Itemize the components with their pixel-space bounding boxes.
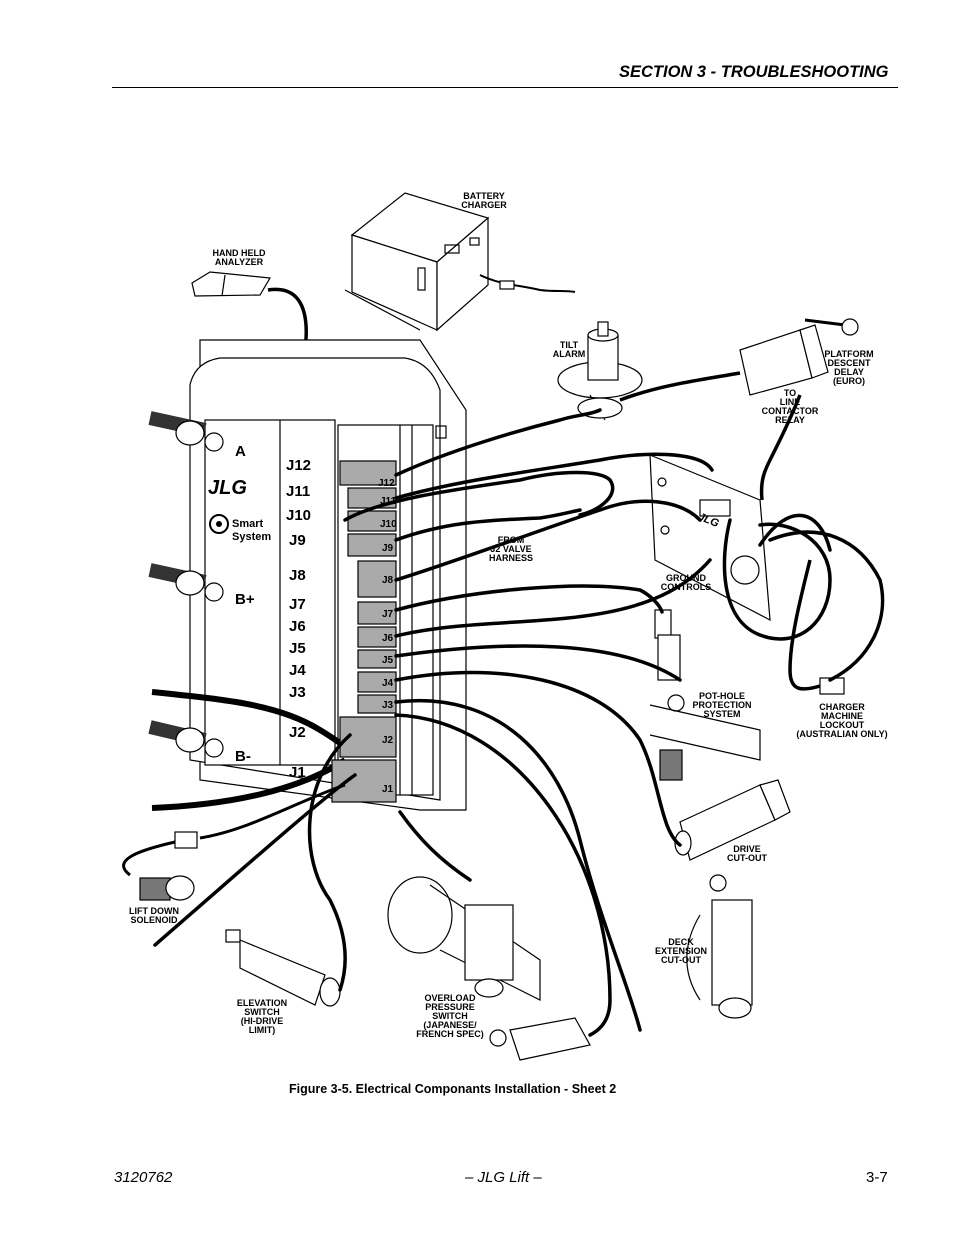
publisher: – JLG Lift – xyxy=(465,1169,542,1186)
side-label-j10: J10 xyxy=(286,507,311,524)
platform-descent-delay xyxy=(619,318,859,501)
label-elevation-switch-4: LIMIT) xyxy=(249,1025,276,1035)
label-hand-held-analyzer-1: HAND HELD xyxy=(213,248,266,258)
elevation-switch xyxy=(225,929,341,1007)
label-j2-valve-harness-3: HARNESS xyxy=(489,553,533,563)
module-brand-logo: JLG xyxy=(208,477,247,499)
label-line-contactor-1: TO xyxy=(784,388,796,398)
header-rule xyxy=(112,87,898,88)
label-lift-down-2: SOLENOID xyxy=(130,915,178,925)
label-line-contactor-3: CONTACTOR xyxy=(762,406,819,416)
ground-controls-panel xyxy=(649,454,771,622)
section-title: SECTION 3 - TROUBLESHOOTING xyxy=(619,63,889,81)
label-platform-descent-2: DESCENT xyxy=(827,358,871,368)
lift-down-solenoid xyxy=(122,783,346,901)
drive-cut-out xyxy=(674,779,791,861)
label-platform-descent-3: DELAY xyxy=(834,367,864,377)
label-lift-down-1: LIFT DOWN xyxy=(129,906,179,916)
label-ground-controls-1: GROUND xyxy=(666,573,706,583)
plug-label-j2: J2 xyxy=(382,735,394,746)
label-charger-lockout-1: CHARGER xyxy=(819,702,865,712)
side-label-j2: J2 xyxy=(289,724,306,741)
label-drive-cut-out-1: DRIVE xyxy=(733,844,761,854)
label-overload-3: SWITCH xyxy=(432,1011,468,1021)
side-label-j6: J6 xyxy=(289,618,306,635)
plug-label-j1: J1 xyxy=(382,784,394,795)
terminal-label-a: A xyxy=(235,443,246,460)
label-battery-charger-2: CHARGER xyxy=(461,200,507,210)
label-j2-valve-harness-1: FROM xyxy=(498,535,525,545)
plug-label-j6: J6 xyxy=(382,633,394,644)
label-pot-hole-2: PROTECTION xyxy=(692,700,751,710)
battery-charger xyxy=(344,192,576,332)
plug-label-j9: J9 xyxy=(382,543,394,554)
label-ground-controls-2: CONTROLS xyxy=(661,582,712,592)
label-charger-lockout-2: MACHINE xyxy=(821,711,863,721)
plug-label-j7: J7 xyxy=(382,609,394,620)
label-overload-5: FRENCH SPEC) xyxy=(416,1029,484,1039)
label-pot-hole-1: POT-HOLE xyxy=(699,691,745,701)
label-drive-cut-out-2: CUT-OUT xyxy=(727,853,767,863)
label-elevation-switch-1: ELEVATION xyxy=(237,998,287,1008)
side-label-j1: J1 xyxy=(289,764,306,781)
charger-lockout-connector xyxy=(788,559,845,695)
terminal-label-b-plus: B+ xyxy=(235,591,255,608)
side-label-j8: J8 xyxy=(289,567,306,584)
label-overload-1: OVERLOAD xyxy=(424,993,476,1003)
label-battery-charger-1: BATTERY xyxy=(463,191,505,201)
smart-system-text-2: System xyxy=(232,531,271,543)
label-overload-2: PRESSURE xyxy=(425,1002,475,1012)
plug-label-j12: J12 xyxy=(378,478,395,489)
side-label-j4: J4 xyxy=(289,662,306,679)
label-charger-lockout-4: (AUSTRALIAN ONLY) xyxy=(796,729,887,739)
smart-system-logo xyxy=(209,514,229,534)
side-label-j12: J12 xyxy=(286,457,311,474)
label-overload-4: (JAPANESE/ xyxy=(423,1020,477,1030)
smart-system-text-1: Smart xyxy=(232,518,264,530)
label-j2-valve-harness-2: J2 VALVE xyxy=(490,544,531,554)
control-module xyxy=(189,339,467,811)
wire-harnesses xyxy=(153,408,885,1037)
plug-label-j4: J4 xyxy=(382,678,394,689)
doc-number: 3120762 xyxy=(114,1169,173,1186)
overload-pressure-switch xyxy=(387,876,591,1061)
side-label-j3: J3 xyxy=(289,684,306,701)
label-elevation-switch-3: (HI-DRIVE xyxy=(241,1016,284,1026)
plug-label-j3: J3 xyxy=(382,700,394,711)
terminal-label-b-minus: B- xyxy=(235,748,251,765)
label-pot-hole-3: SYSTEM xyxy=(703,709,740,719)
side-label-j7: J7 xyxy=(289,596,306,613)
label-deck-extension-2: EXTENSION xyxy=(655,946,707,956)
plug-label-j5: J5 xyxy=(382,655,394,666)
side-label-j5: J5 xyxy=(289,640,306,657)
label-line-contactor-2: LINE xyxy=(780,397,801,407)
label-tilt-alarm-2: ALARM xyxy=(553,349,586,359)
figure-caption: Figure 3-5. Electrical Componants Instal… xyxy=(289,1082,617,1096)
plug-label-j11: J11 xyxy=(380,496,397,507)
side-label-j9: J9 xyxy=(289,532,306,549)
label-hand-held-analyzer-2: ANALYZER xyxy=(215,257,264,267)
deck-extension-cut-out xyxy=(686,874,753,1019)
side-label-j11: J11 xyxy=(286,483,310,500)
tilt-alarm xyxy=(557,321,643,421)
label-platform-descent-1: PLATFORM xyxy=(824,349,873,359)
label-line-contactor-4: RELAY xyxy=(775,415,805,425)
plug-label-j8: J8 xyxy=(382,575,394,586)
label-deck-extension-3: CUT-OUT xyxy=(661,955,701,965)
plug-label-j10: J10 xyxy=(380,519,397,530)
label-platform-descent-4: (EURO) xyxy=(833,376,865,386)
label-tilt-alarm-1: TILT xyxy=(560,340,579,350)
label-elevation-switch-2: SWITCH xyxy=(244,1007,280,1017)
label-charger-lockout-3: LOCKOUT xyxy=(820,720,865,730)
label-deck-extension-1: DECK xyxy=(668,937,694,947)
page-number: 3-7 xyxy=(866,1169,888,1186)
